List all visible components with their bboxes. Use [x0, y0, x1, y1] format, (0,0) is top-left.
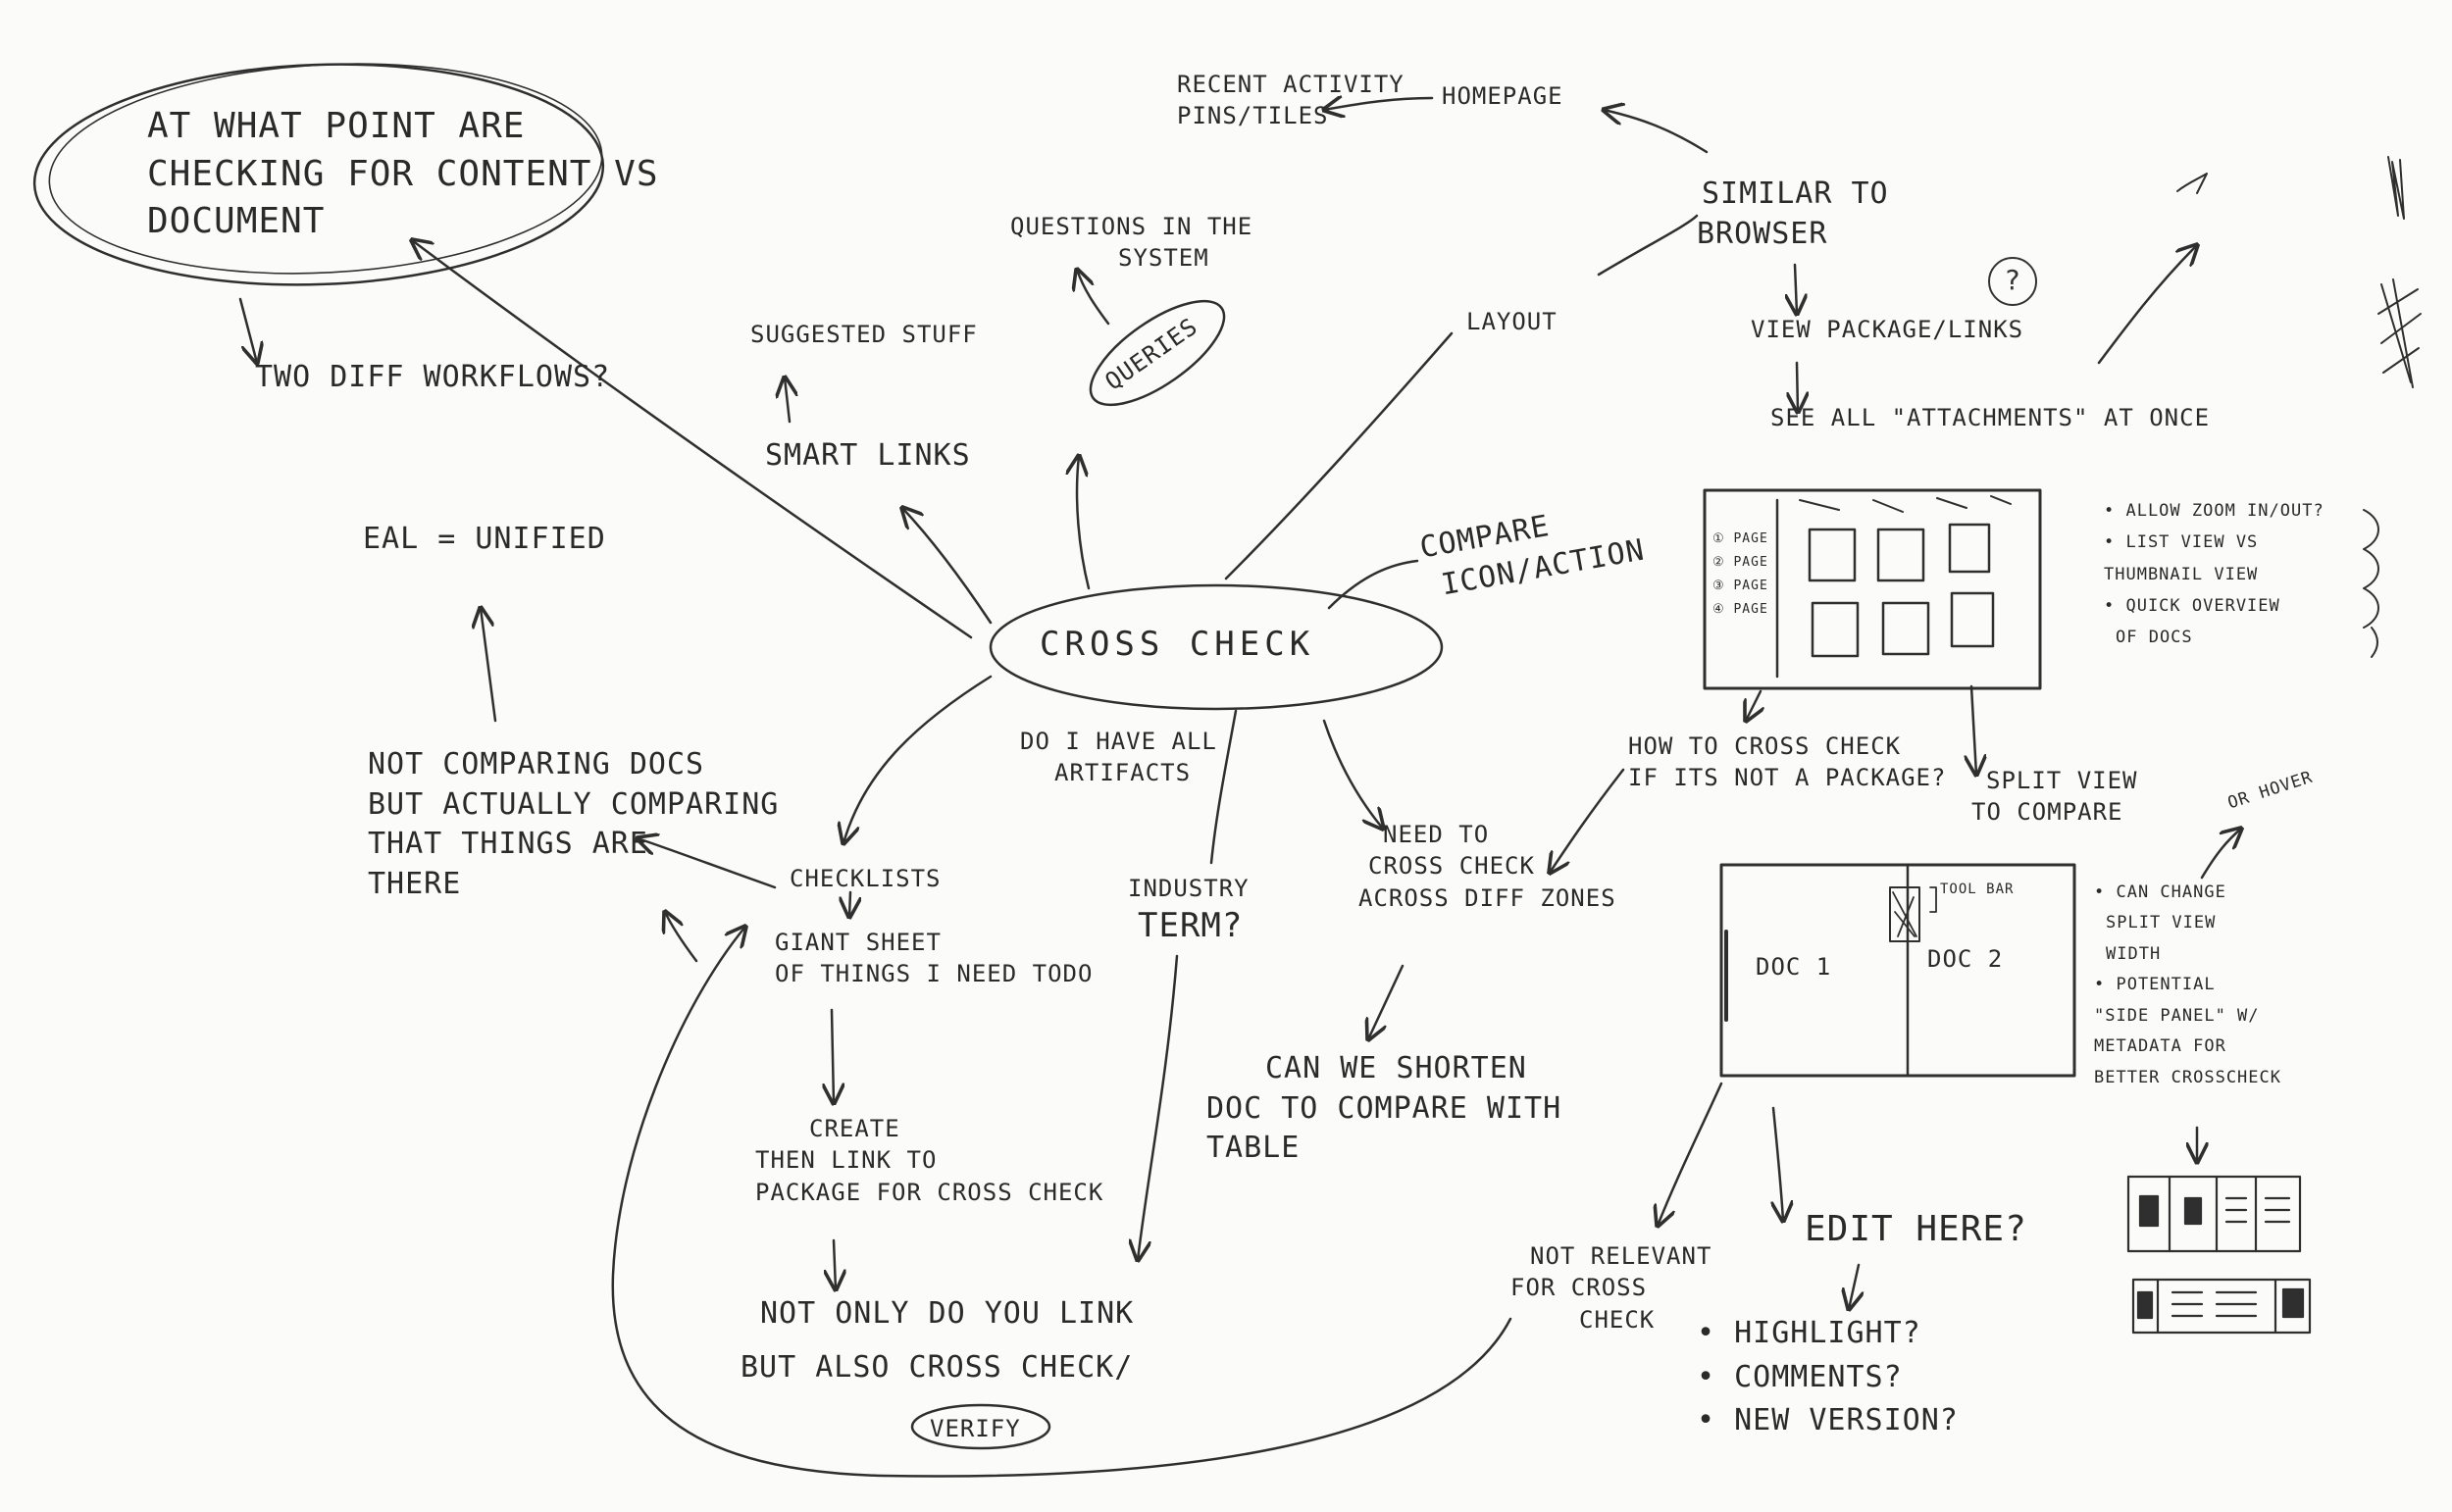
suggested-stuff: SUGGESTED STUFF [750, 321, 978, 348]
create-then-link: CREATE THEN LINK TO PACKAGE FOR CROSS CH… [755, 1115, 1104, 1206]
checklists: CHECKLISTS [790, 865, 942, 892]
split-doc1: DOC 1 [1756, 953, 1832, 981]
similar-to-browser: SIMILAR TO BROWSER [1697, 176, 1889, 251]
giant-sheet: GIANT SHEET OF THINGS I NEED TODO [775, 929, 1094, 988]
homepage-label: HOMEPAGE [1442, 82, 1563, 110]
verify-label: VERIFY [930, 1415, 1021, 1442]
arrow-how-to [1550, 768, 1625, 873]
arrow-top-right [2097, 245, 2197, 365]
arrow-not-comparing [638, 838, 777, 889]
arrow-two-diff [238, 297, 257, 363]
verify-ellipse [910, 1403, 1051, 1450]
arrow-recent [1324, 98, 1434, 110]
eal-unified: EAL = UNIFIED [363, 522, 606, 556]
cross-check-center: CROSS CHECK [1040, 625, 1315, 664]
not-relevant: NOT RELEVANT FOR CROSS CHECK [1510, 1242, 1712, 1334]
arrow-need-cross [1322, 719, 1383, 829]
line-similar [1597, 214, 1699, 277]
line-compare-icon [1327, 559, 1419, 610]
split-toolbar: TOOL BAR [1940, 882, 2015, 897]
arrow-smart-links [902, 508, 993, 625]
thumbnail-wireframe [1703, 488, 2042, 690]
question-mark-circle: ? [1988, 257, 2037, 306]
cross-check-ellipse [989, 583, 1444, 711]
arrow-highlight [1849, 1263, 1859, 1309]
need-to-cross-check: NEED TO CROSS CHECK ACROSS DIFF ZONES [1358, 821, 1616, 912]
loop-line [611, 927, 1512, 1478]
arrow-see-all [1797, 361, 1798, 412]
arrow-eal [481, 608, 497, 723]
see-all-attachments: SEE ALL "ATTACHMENTS" AT ONCE [1770, 404, 2211, 431]
queries-ellipse [1089, 299, 1226, 407]
side-panel-thumbs [2126, 1175, 2312, 1335]
edit-here: EDIT HERE? [1805, 1209, 2027, 1249]
arrow-homepage [1604, 110, 1709, 154]
question-ellipse-2 [48, 63, 603, 275]
line-industry [1209, 709, 1238, 865]
arrow-not-relevant [1658, 1082, 1723, 1226]
arrow-giant [849, 890, 850, 917]
arrow-queries [1077, 456, 1091, 590]
arrow-checklists [843, 675, 993, 843]
question-top-left: AT WHAT POINT ARE CHECKING FOR CONTENT V… [147, 106, 659, 242]
recent-activity: RECENT ACTIVITY PINS/TILES [1177, 71, 1405, 130]
line-layout [1224, 331, 1454, 580]
arrow-thumb-down [1746, 689, 1761, 721]
layout-label: LAYOUT [1466, 308, 1558, 335]
how-to-cross-check: HOW TO CROSS CHECK IF ITS NOT A PACKAGE? [1628, 732, 1947, 792]
arrow-edit-here [1773, 1106, 1783, 1221]
line-to-question [412, 240, 973, 639]
smart-links: SMART LINKS [765, 438, 971, 473]
arrow-not-only [834, 1238, 836, 1289]
arrow-split-view [1971, 684, 1976, 775]
notes-thumbnail: • ALLOW ZOOM IN/OUT? • LIST VIEW VS THUM… [2104, 501, 2324, 648]
edit-options: • HIGHLIGHT? • COMMENTS? • NEW VERSION? [1697, 1316, 1959, 1437]
arrow-suggested [785, 378, 790, 424]
view-package: VIEW PACKAGE/LINKS [1751, 316, 2024, 343]
split-wireframe [1719, 863, 2076, 1078]
arrow-loop-up [665, 912, 698, 963]
questions-in-system: QUESTIONS IN THE SYSTEM [1010, 213, 1253, 273]
do-i-have-artifacts: DO I HAVE ALL ARTIFACTS [1020, 728, 1217, 787]
thumb-page-list: ① PAGE ② PAGE ③ PAGE ④ PAGE [1712, 531, 1768, 618]
arrow-questions [1077, 270, 1110, 326]
not-comparing-docs: NOT COMPARING DOCS BUT ACTUALLY COMPARIN… [368, 747, 780, 901]
can-we-shorten: CAN WE SHORTEN DOC TO COMPARE WITH TABLE [1206, 1051, 1562, 1165]
arrow-shorten [1368, 964, 1405, 1039]
split-view-compare: SPLIT VIEW TO COMPARE [1971, 767, 2138, 827]
margin-scribbles [2176, 156, 2422, 658]
not-only-link: NOT ONLY DO YOU LINK BUT ALSO CROSS CHEC… [741, 1296, 1135, 1385]
arrow-industry-down [1138, 954, 1179, 1260]
two-diff-workflows: TWO DIFF WORKFLOWS? [255, 360, 611, 394]
arrow-create [832, 1008, 834, 1103]
industry-term: INDUSTRY TERM? [1128, 875, 1250, 946]
split-doc2: DOC 2 [1927, 945, 2004, 973]
arrow-or-hover [2200, 829, 2241, 880]
notes-split: • CAN CHANGE SPLIT VIEW WIDTH • POTENTIA… [2094, 882, 2281, 1087]
arrow-view-package [1795, 263, 1797, 314]
